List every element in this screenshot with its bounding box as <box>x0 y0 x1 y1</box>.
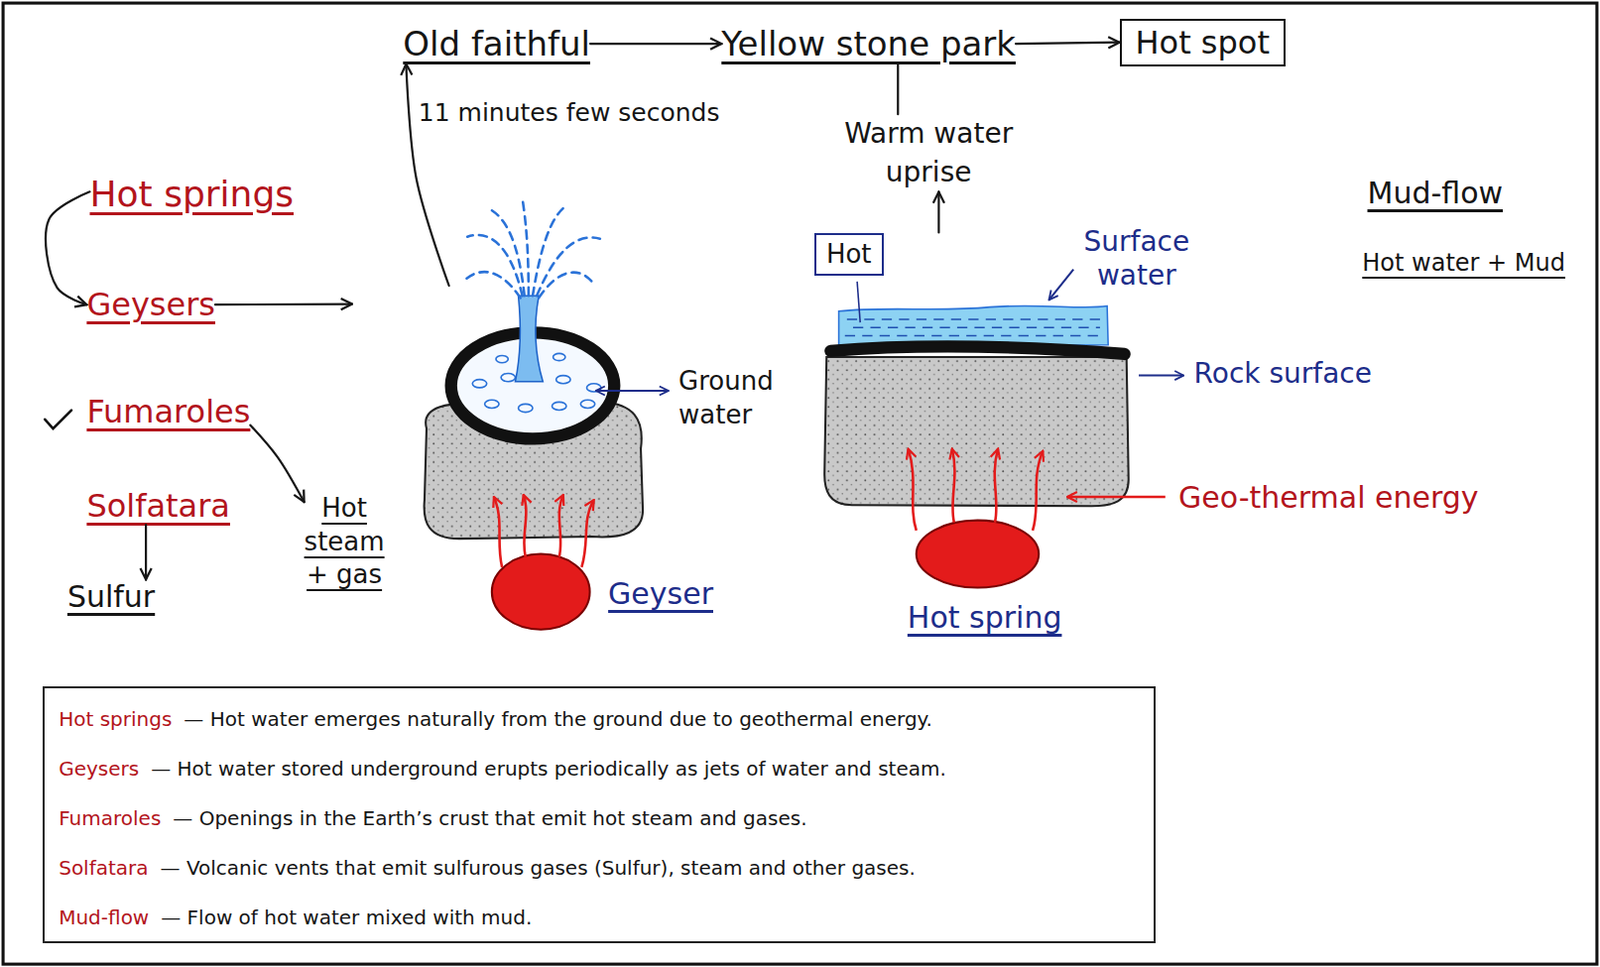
flow-arrow <box>249 425 304 502</box>
spray-line <box>532 208 564 296</box>
heat-arrow <box>559 494 564 558</box>
part-label: Surface water <box>1084 225 1191 292</box>
heat-arrow <box>952 449 956 523</box>
node-text: Hot <box>826 239 872 270</box>
node-text: Hot steam + gas <box>304 492 385 593</box>
check-mark <box>44 410 72 430</box>
water-bubble <box>552 401 567 410</box>
definition-row: Solfatara — Volcanic vents that emit sulf… <box>58 843 1140 893</box>
leader-line <box>857 281 861 323</box>
concept-text: Yellow stone park <box>721 23 1016 65</box>
water-bubble <box>518 403 533 412</box>
node-text: Hot springs <box>90 172 295 216</box>
flow-arrow <box>215 302 353 306</box>
node-text: Hot spot <box>1135 23 1270 62</box>
definition-row: Hot springs — Hot water emerges naturally… <box>58 694 1140 744</box>
definition-box: Hot springs — Hot water emerges naturally… <box>42 686 1156 944</box>
water-bubble <box>485 399 499 408</box>
water-bubble <box>495 356 508 364</box>
definition-row: Fumaroles — Openings in the Earth’s crust… <box>58 793 1140 844</box>
water-bubble <box>553 353 566 361</box>
definition-row: Geysers — Hot water stored underground er… <box>58 743 1140 794</box>
rock-surface-layer <box>830 346 1124 354</box>
water-jet <box>514 295 543 381</box>
geyser-illustration: Geyser <box>352 285 720 613</box>
flow-arrow <box>1015 42 1120 44</box>
definition-term: Mud-flow <box>58 905 149 930</box>
flow-arrow <box>896 63 899 115</box>
timing-note: 11 minutes few seconds <box>418 98 721 128</box>
part-label: Geo-thermal energy <box>1178 480 1479 516</box>
definition-term: Solfatara <box>58 856 148 880</box>
definition-text: — Hot water emerges naturally from the g… <box>183 707 933 732</box>
flow-arrow <box>405 63 449 286</box>
water-bubble <box>556 375 571 384</box>
definition-note: Hot water + Mud <box>1361 248 1566 278</box>
topic-term: Fumaroles <box>86 392 250 431</box>
water-ripple <box>853 326 1101 329</box>
topic-term: Solfatara <box>86 487 231 525</box>
node-text: Geysers <box>86 285 216 324</box>
magma-source <box>916 520 1039 589</box>
leader-arrow <box>1067 495 1166 499</box>
water-bubble <box>500 373 515 382</box>
spray-line <box>465 271 521 298</box>
definition-text: — Flow of hot water mixed with mud. <box>160 905 532 930</box>
leader-arrow <box>1049 269 1075 301</box>
flow-arrow <box>590 42 722 45</box>
concept-text: Old faithful <box>402 23 591 65</box>
node-text: Warm water uprise <box>831 114 1026 192</box>
topic-term: Geysers <box>86 285 216 324</box>
magma-source <box>492 554 591 630</box>
heat-arrow <box>1032 451 1043 531</box>
hot-spring-illustration: Hot spring Hot <box>811 233 1133 636</box>
spray-line <box>467 235 523 296</box>
part-label: Rock surface <box>1194 357 1372 391</box>
node-text: Old faithful <box>402 23 591 65</box>
flow-arrow <box>937 192 940 234</box>
concept-text: Sulfur <box>67 579 155 616</box>
definition-term: Hot springs <box>58 707 172 732</box>
heat-arrow <box>994 449 998 523</box>
spray-line <box>536 238 601 297</box>
definition-text: — Openings in the Earth’s crust that emi… <box>172 806 807 831</box>
spray-line <box>538 272 592 299</box>
definition-text: — Volcanic vents that emit sulfurous gas… <box>160 856 916 880</box>
flow-arrow <box>45 191 90 305</box>
heat-arrow <box>493 496 502 568</box>
definition-text: — Hot water stored underground erupts pe… <box>150 756 947 781</box>
rock-body <box>824 357 1129 506</box>
definition-term: Fumaroles <box>58 806 161 831</box>
heat-arrow <box>908 449 917 531</box>
concept-text: Hot steam + gas <box>304 492 385 593</box>
node-text: Sulfur <box>67 579 155 616</box>
flow-arrow <box>144 524 147 580</box>
concept-text: Warm water uprise <box>831 114 1026 192</box>
heat-arrow <box>581 499 594 568</box>
topic-term: Mud-flow <box>1367 175 1504 212</box>
boxed-term: Hot spot <box>1119 18 1286 67</box>
heat-arrow <box>523 494 527 558</box>
node-text: Hot spring <box>907 600 1063 636</box>
leader-arrow <box>1138 374 1184 377</box>
node-text: Geyser <box>608 576 714 613</box>
water-ripple <box>845 335 1105 338</box>
definition-term: Geysers <box>58 756 139 781</box>
water-bubble <box>472 379 487 388</box>
boxed-term: Hot <box>814 233 884 276</box>
definition-row: Mud-flow — Flow of hot water mixed with m… <box>58 892 1140 943</box>
node-text: Yellow stone park <box>721 23 1016 65</box>
water-ripple <box>847 318 1103 321</box>
topic-term: Hot springs <box>90 172 295 216</box>
leader-arrow <box>596 389 669 392</box>
node-text: Solfatara <box>86 487 231 525</box>
water-bubble <box>580 399 595 408</box>
spray-line <box>522 199 529 297</box>
part-label: Ground water <box>678 365 774 433</box>
node-text: Fumaroles <box>86 392 250 431</box>
